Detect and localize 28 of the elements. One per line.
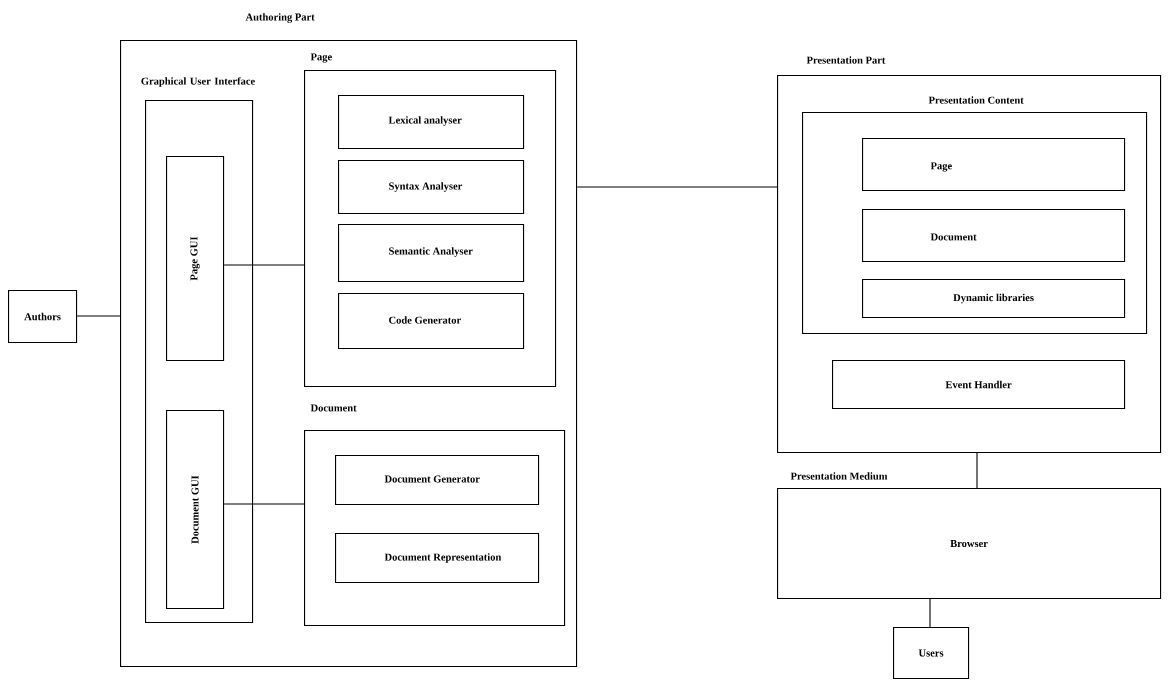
component-box: Document GUI — [166, 410, 225, 610]
component-box: Document — [862, 209, 1126, 263]
component-box: Authors — [8, 290, 78, 344]
component-box: Users — [893, 627, 970, 680]
node-label: Authoring Part — [245, 13, 315, 23]
node-label: Document — [310, 404, 357, 412]
component-box: Page GUI — [166, 156, 225, 362]
component-box: Dynamic libraries — [862, 279, 1126, 319]
component-box: Code Generator — [338, 293, 525, 350]
component-box: Syntax Analyser — [338, 160, 525, 215]
group-box: Presentation Medium Browser — [777, 472, 1162, 600]
node-label: Presentation Part — [806, 56, 886, 64]
connector-line — [976, 452, 978, 489]
node-label: Graphical User Interface — [141, 77, 255, 87]
connector-line — [223, 264, 305, 266]
component-box: Semantic Analyser — [338, 224, 525, 283]
node-label: Presentation Content — [928, 96, 1024, 104]
node-label: Page — [310, 53, 332, 63]
connector-line — [929, 598, 931, 628]
connector-line — [76, 315, 121, 317]
connector-line — [576, 186, 778, 188]
component-box: Page — [862, 138, 1126, 192]
node-label: Presentation Medium — [790, 472, 888, 480]
component-box: Document Generator — [335, 455, 540, 506]
connector-line — [223, 503, 305, 505]
component-box: Event Handler — [832, 360, 1126, 410]
component-box: Document Representation — [335, 533, 540, 584]
component-box: Lexical analyser — [338, 95, 525, 150]
